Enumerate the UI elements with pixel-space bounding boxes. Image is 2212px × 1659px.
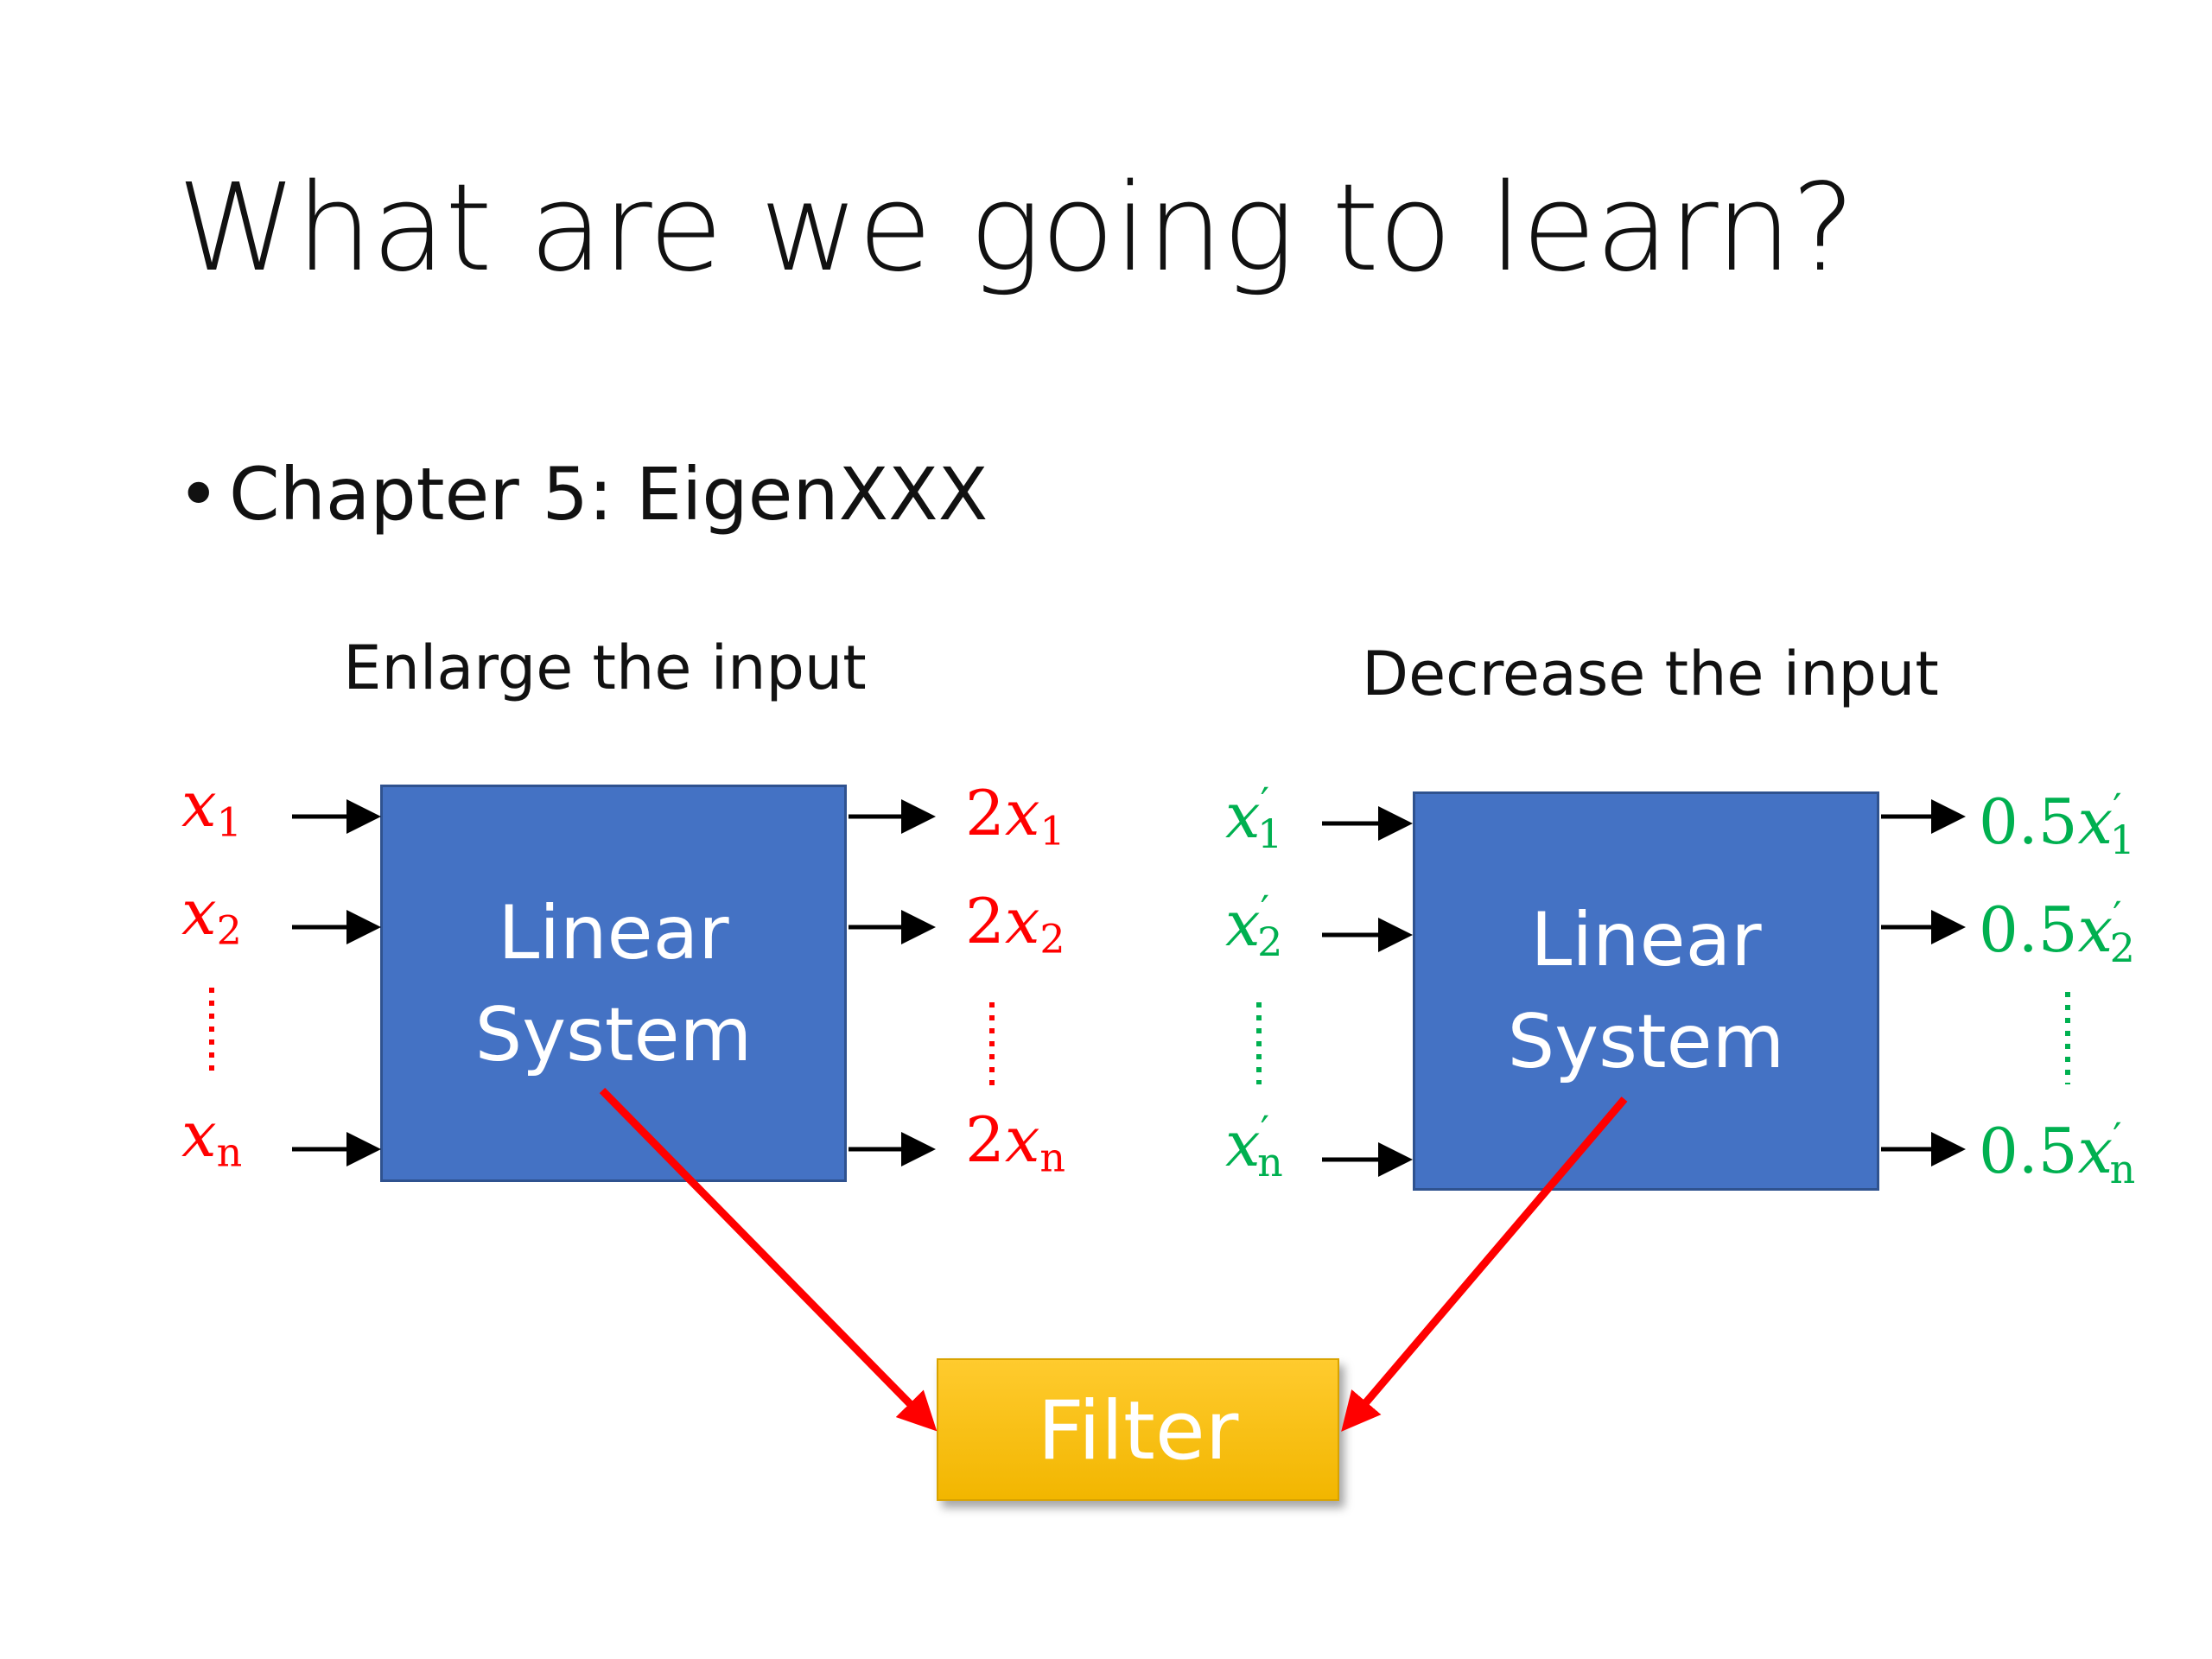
bullet-dot: • <box>177 452 220 537</box>
right-box-line1: Linear <box>1530 897 1762 983</box>
left-output-n: 2xn <box>965 1103 1066 1181</box>
left-box-line2: System <box>474 992 753 1078</box>
left-heading: Enlarge the input <box>343 632 867 703</box>
right-output-n: 0.5x′n <box>1979 1114 2136 1192</box>
bullet-text: Chapter 5: EigenXXX <box>229 452 988 537</box>
slide-title: What are we going to learn? <box>177 158 1855 299</box>
left-output-1: 2x1 <box>965 777 1065 855</box>
right-output-1: 0.5x′1 <box>1979 785 2135 863</box>
left-input-1: x1 <box>181 768 242 846</box>
left-linear-system-box: Linear System <box>380 785 847 1182</box>
left-to-filter-arrow <box>599 1087 938 1432</box>
right-box-line2: System <box>1507 999 1785 1085</box>
filter-label: Filter <box>1037 1384 1239 1478</box>
left-input-n: xn <box>181 1098 243 1176</box>
right-linear-system-box: Linear System <box>1413 791 1879 1191</box>
right-input-n: x′n <box>1225 1107 1283 1185</box>
right-input-2: x′2 <box>1225 887 1283 965</box>
bullet-item: •Chapter 5: EigenXXX <box>177 458 988 531</box>
right-heading: Decrease the input <box>1362 639 1939 709</box>
left-input-2: x2 <box>181 876 242 954</box>
right-output-2: 0.5x′2 <box>1979 893 2135 971</box>
left-output-2: 2x2 <box>965 885 1065 963</box>
right-to-filter-arrow <box>1341 1096 1628 1432</box>
left-box-line1: Linear <box>498 890 729 976</box>
right-input-1: x′1 <box>1225 779 1283 857</box>
filter-box: Filter <box>937 1358 1339 1501</box>
